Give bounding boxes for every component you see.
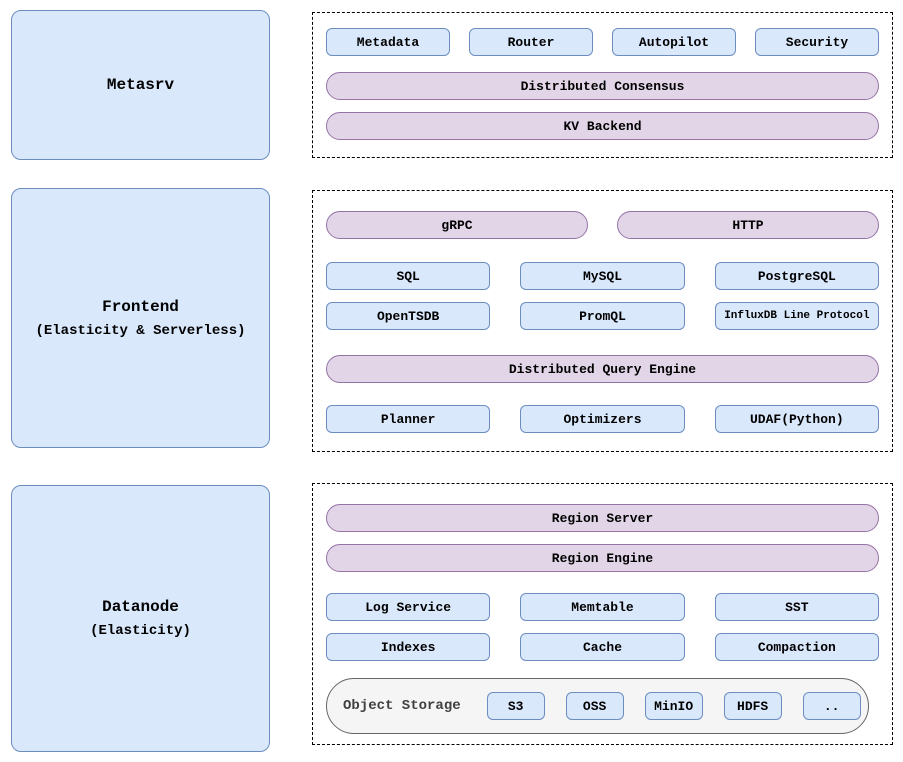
frontend-panel: gRPC HTTP SQL MySQL PostgreSQL OpenTSDB … (312, 190, 893, 452)
node-router: Router (469, 28, 593, 56)
node-log-service: Log Service (326, 593, 491, 621)
node-minio: MinIO (644, 692, 703, 720)
datanode-components-row1: Log Service Memtable SST (326, 593, 879, 621)
datanode-title: Datanode (102, 598, 179, 616)
node-opentsdb: OpenTSDB (326, 302, 491, 330)
node-metadata: Metadata (326, 28, 450, 56)
object-storage-label: Object Storage (343, 698, 461, 714)
frontend-box: Frontend (Elasticity & Serverless) (11, 188, 270, 448)
frontend-protocols-row1: SQL MySQL PostgreSQL (326, 262, 879, 290)
metasrv-title: Metasrv (106, 76, 175, 94)
node-optimizers: Optimizers (520, 405, 685, 433)
node-s3: S3 (486, 692, 545, 720)
datanode-panel: Region Server Region Engine Log Service … (312, 483, 893, 745)
datanode-box: Datanode (Elasticity) (11, 485, 270, 752)
node-sql: SQL (326, 262, 491, 290)
node-udaf-python: UDAF(Python) (714, 405, 879, 433)
node-planner: Planner (326, 405, 491, 433)
pill-region-server: Region Server (326, 504, 879, 532)
node-influxdb-line-protocol: InfluxDB Line Protocol (714, 302, 879, 330)
metasrv-panel: Metadata Router Autopilot Security Distr… (312, 12, 893, 158)
node-mysql: MySQL (520, 262, 685, 290)
node-other-backends: .. (802, 692, 861, 720)
metasrv-box: Metasrv (11, 10, 270, 160)
pill-region-engine: Region Engine (326, 544, 879, 572)
node-cache: Cache (520, 633, 685, 661)
pill-kv-backend: KV Backend (326, 112, 879, 140)
datanode-components-row2: Indexes Cache Compaction (326, 633, 879, 661)
node-autopilot: Autopilot (612, 28, 736, 56)
node-postgresql: PostgreSQL (714, 262, 879, 290)
node-oss: OSS (565, 692, 624, 720)
datanode-subtitle: (Elasticity) (90, 623, 191, 639)
node-promql: PromQL (520, 302, 685, 330)
metasrv-modules-row: Metadata Router Autopilot Security (326, 28, 879, 56)
node-security: Security (755, 28, 879, 56)
node-indexes: Indexes (326, 633, 491, 661)
pill-distributed-query-engine: Distributed Query Engine (326, 355, 879, 383)
pill-grpc: gRPC (326, 211, 588, 239)
object-storage-container: Object Storage S3 OSS MinIO HDFS .. (326, 678, 869, 734)
frontend-transport-row: gRPC HTTP (326, 211, 879, 239)
frontend-protocols-row2: OpenTSDB PromQL InfluxDB Line Protocol (326, 302, 879, 330)
node-memtable: Memtable (520, 593, 685, 621)
node-sst: SST (714, 593, 879, 621)
frontend-title: Frontend (102, 297, 179, 316)
node-hdfs: HDFS (723, 692, 782, 720)
node-compaction: Compaction (714, 633, 879, 661)
pill-http: HTTP (617, 211, 879, 239)
pill-distributed-consensus: Distributed Consensus (326, 72, 879, 100)
frontend-subtitle: (Elasticity & Serverless) (35, 322, 246, 339)
frontend-engine-row: Planner Optimizers UDAF(Python) (326, 405, 879, 433)
